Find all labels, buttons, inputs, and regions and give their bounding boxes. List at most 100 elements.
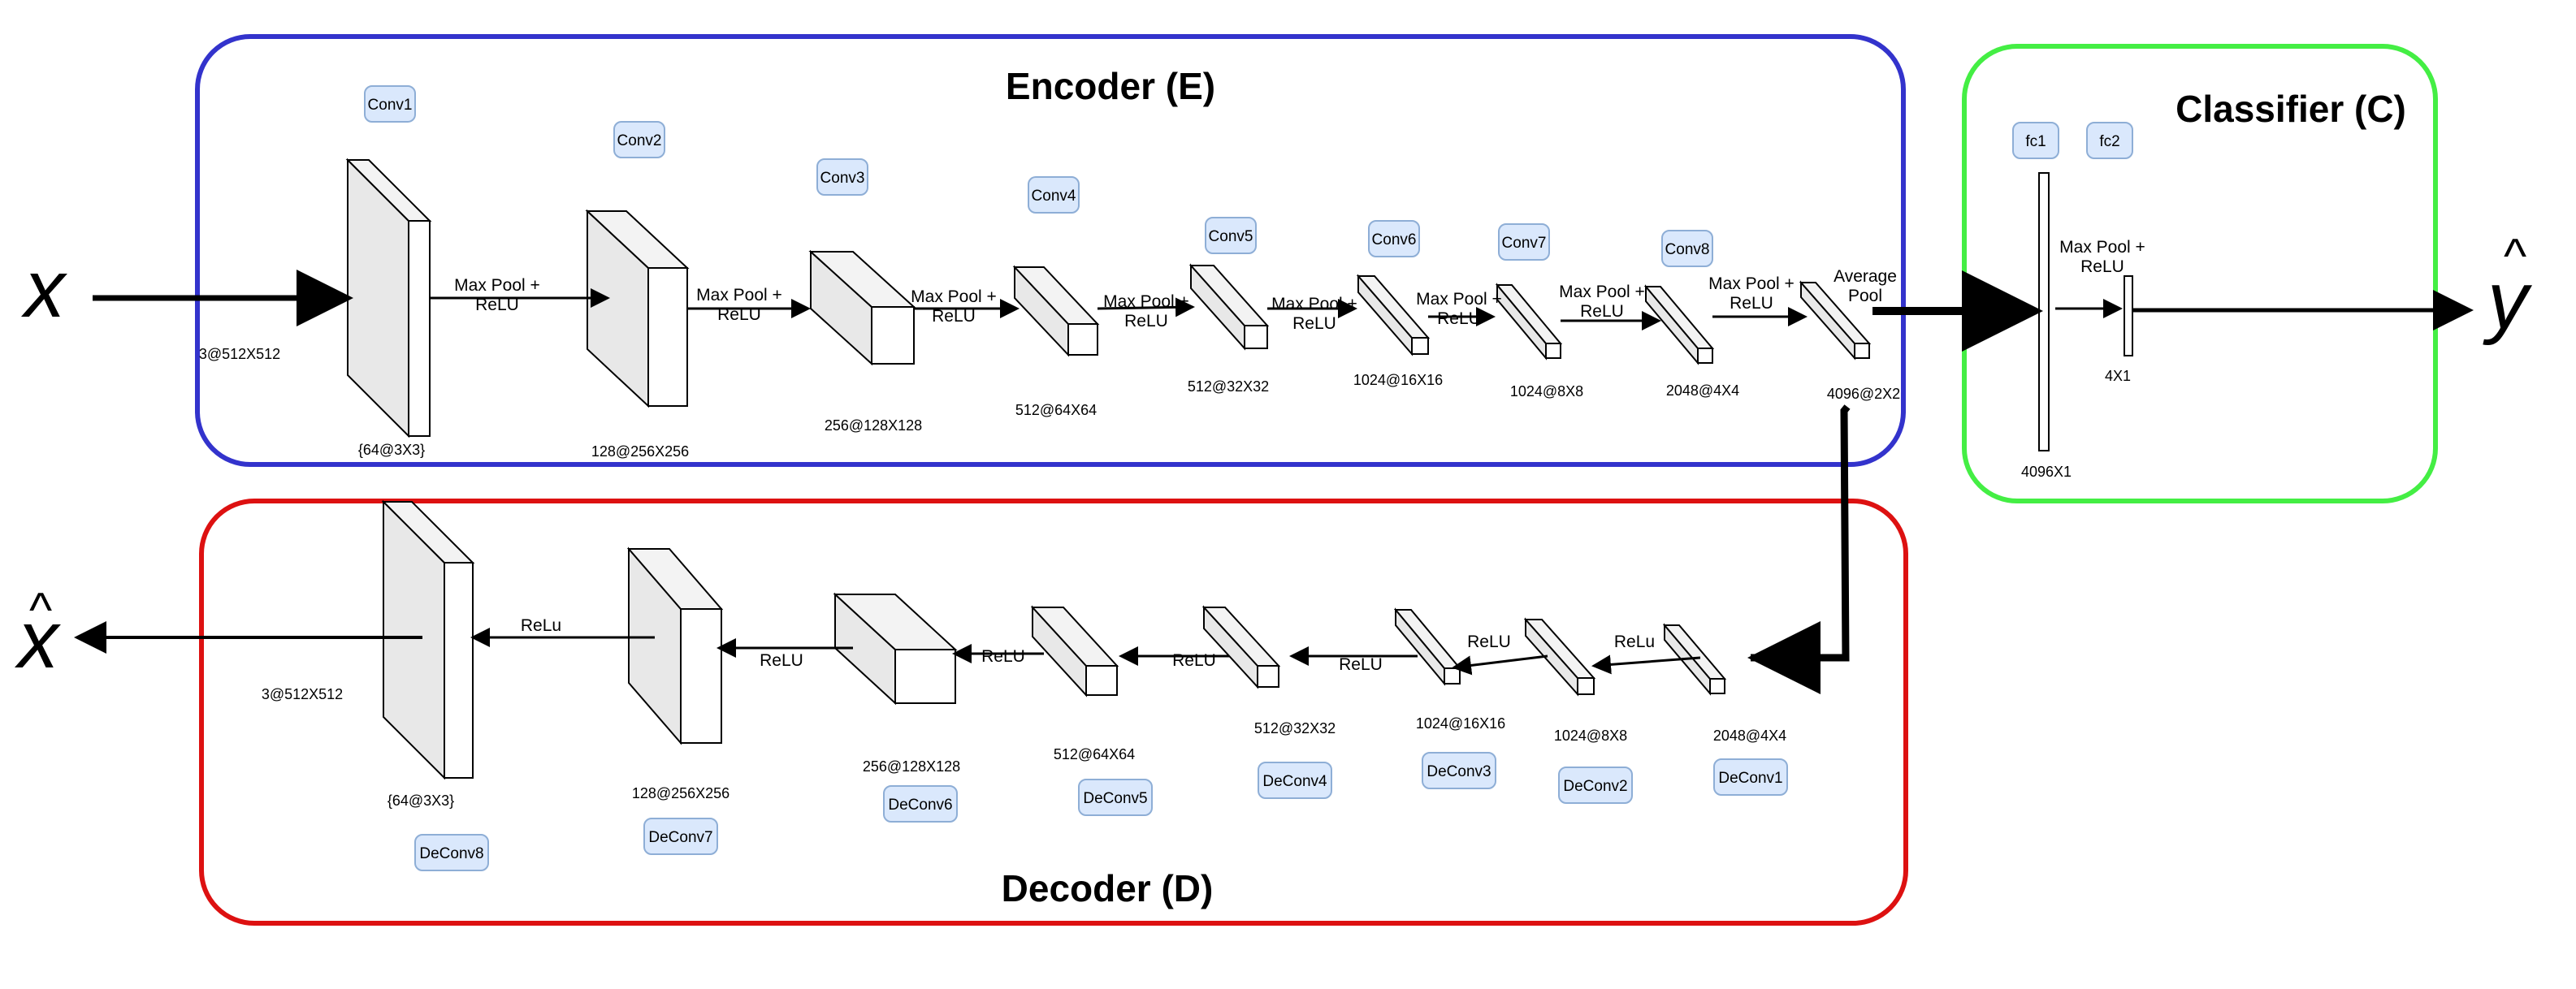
- decoder-block-6: [833, 592, 958, 706]
- decoder-tag-deconv2-label: DeConv2: [1563, 778, 1627, 795]
- arrows: [74, 270, 2474, 694]
- encoder-op-8-line2: ReLU: [1730, 294, 1773, 313]
- decoder-op-2: ReLU: [1467, 633, 1511, 651]
- decoder-dims-8: {64@3X3}: [387, 792, 454, 809]
- encoder-dims-1: {64@3X3}: [358, 442, 425, 458]
- encoder-tag-conv1-label: Conv1: [368, 97, 413, 114]
- decoder-tag-deconv6: DeConv6: [883, 785, 958, 823]
- decoder-title: Decoder (D): [1002, 867, 1214, 909]
- encoder-tag-conv7-label: Conv7: [1502, 235, 1547, 252]
- decoder-op-3: ReLU: [1339, 655, 1383, 674]
- encoder-tag-conv4-label: Conv4: [1032, 188, 1076, 205]
- decoder-tag-deconv3: DeConv3: [1422, 752, 1496, 789]
- decoder-block-2: [1523, 617, 1596, 697]
- decoder-block-5: [1030, 605, 1119, 697]
- encoder-tag-conv2-label: Conv2: [617, 132, 662, 149]
- encoder-op-3-line1: Max Pool +: [911, 287, 997, 306]
- encoder-tag-conv3-label: Conv3: [820, 170, 865, 187]
- encoder-tag-conv8-label: Conv8: [1665, 241, 1710, 258]
- classifier-op-line1: Max Pool +: [2059, 238, 2145, 257]
- decoder-tag-deconv3-label: DeConv3: [1427, 763, 1491, 780]
- decoder-tag-deconv4-label: DeConv4: [1262, 773, 1327, 790]
- output-symbol: y: [2483, 255, 2533, 346]
- encoder-avgpool-line1: Average: [1834, 267, 1897, 286]
- output-hat: ^: [2504, 229, 2526, 283]
- encoder-tag-conv1: Conv1: [364, 85, 416, 123]
- encoder-tag-conv3: Conv3: [816, 158, 868, 196]
- encoder-block-3: [808, 249, 916, 366]
- encoder-arrow-4: [1097, 297, 1195, 317]
- classifier-op-line2: ReLU: [2080, 257, 2124, 276]
- encoder-dims-4: 512@64X64: [1015, 402, 1097, 418]
- encoder-tag-conv6-label: Conv6: [1372, 231, 1417, 248]
- encoder-op-2-line1: Max Pool +: [696, 286, 782, 304]
- reconstruction-symbol: x: [15, 594, 61, 685]
- decoder-dims-1: 2048@4X4: [1713, 728, 1786, 744]
- encoder-dims-5: 512@32X32: [1188, 378, 1269, 395]
- classifier-tag-fc2-label: fc2: [2099, 133, 2119, 150]
- input-dims: 3@512X512: [199, 346, 280, 362]
- decoder-dims-4: 512@32X32: [1254, 720, 1336, 736]
- encoder-box: [195, 34, 1906, 467]
- encoder-dims-8: 2048@4X4: [1666, 382, 1739, 399]
- decoder-op-4: ReLU: [1172, 651, 1216, 670]
- encoder-op-4-line2: ReLU: [1124, 312, 1168, 330]
- encoder-dims-7: 1024@8X8: [1510, 383, 1583, 399]
- encoder-block-6: [1356, 274, 1431, 356]
- reconstruction-hat: ^: [29, 583, 52, 637]
- encoder-block-1: [345, 158, 432, 438]
- encoder-tag-conv5: Conv5: [1205, 217, 1257, 254]
- fc2-block: [2124, 275, 2133, 356]
- classifier-dims-fc1: 4096X1: [2021, 464, 2072, 480]
- encoder-op-6-line1: Max Pool +: [1416, 290, 1502, 309]
- decoder-block-1: [1662, 623, 1727, 696]
- decoder-tag-deconv7: DeConv7: [643, 818, 718, 855]
- encoder-to-decoder-path: [1751, 404, 1851, 662]
- decoder-arrow-1: [1591, 654, 1701, 675]
- encoder-block-7: [1495, 283, 1563, 361]
- encoder-tag-conv8: Conv8: [1661, 230, 1713, 267]
- encoder-block-2: [585, 209, 690, 408]
- decoder-tag-deconv5-label: DeConv5: [1083, 790, 1147, 807]
- decoder-tag-deconv5: DeConv5: [1078, 779, 1153, 816]
- decoder-tag-deconv6-label: DeConv6: [888, 797, 952, 814]
- decoder-tag-deconv7-label: DeConv7: [648, 829, 712, 846]
- input-symbol: x: [21, 244, 67, 335]
- classifier-tag-fc1: fc1: [2012, 122, 2059, 159]
- encoder-title: Encoder (E): [1006, 65, 1215, 107]
- decoder-block-4: [1201, 605, 1281, 689]
- decoder-tag-deconv8-label: DeConv8: [419, 845, 483, 862]
- encoder-op-6-line2: ReLU: [1437, 309, 1481, 328]
- encoder-block-8: [1643, 284, 1715, 365]
- encoder-op-1-line2: ReLU: [475, 296, 519, 314]
- decoder-tag-deconv4: DeConv4: [1258, 762, 1332, 799]
- encoder-op-7-line1: Max Pool +: [1559, 283, 1645, 301]
- decoder-tag-deconv1-label: DeConv1: [1718, 770, 1782, 787]
- encoder-dims-9: 4096@2X2: [1827, 386, 1900, 402]
- classifier-dims-fc2: 4X1: [2105, 368, 2131, 384]
- encoder-tag-conv2: Conv2: [613, 121, 665, 158]
- decoder-dims-2: 1024@8X8: [1554, 728, 1627, 744]
- decoder-op-7: ReLu: [521, 616, 561, 635]
- decoder-op-6: ReLU: [760, 651, 803, 670]
- decoder-dims-7: 128@256X256: [632, 785, 730, 801]
- encoder-tag-conv5-label: Conv5: [1209, 228, 1253, 245]
- classifier-tag-fc1-label: fc1: [2025, 133, 2046, 150]
- classifier-tag-fc2: fc2: [2086, 122, 2133, 159]
- encoder-dims-6: 1024@16X16: [1353, 372, 1443, 388]
- decoder-box: [199, 499, 1908, 926]
- encoder-block-5: [1188, 263, 1270, 351]
- encoder-op-3-line2: ReLU: [932, 307, 976, 326]
- encoder-tag-conv6: Conv6: [1368, 220, 1420, 257]
- encoder-op-5-line1: Max Pool +: [1271, 295, 1357, 313]
- output-dims: 3@512X512: [262, 686, 343, 702]
- classifier-title: Classifier (C): [2176, 88, 2406, 130]
- encoder-op-4-line1: Max Pool +: [1103, 292, 1189, 311]
- encoder-op-1-line1: Max Pool +: [454, 276, 540, 295]
- encoder-dims-3: 256@128X128: [825, 417, 922, 434]
- encoder-op-7-line2: ReLU: [1580, 302, 1624, 321]
- decoder-block-3: [1393, 607, 1462, 686]
